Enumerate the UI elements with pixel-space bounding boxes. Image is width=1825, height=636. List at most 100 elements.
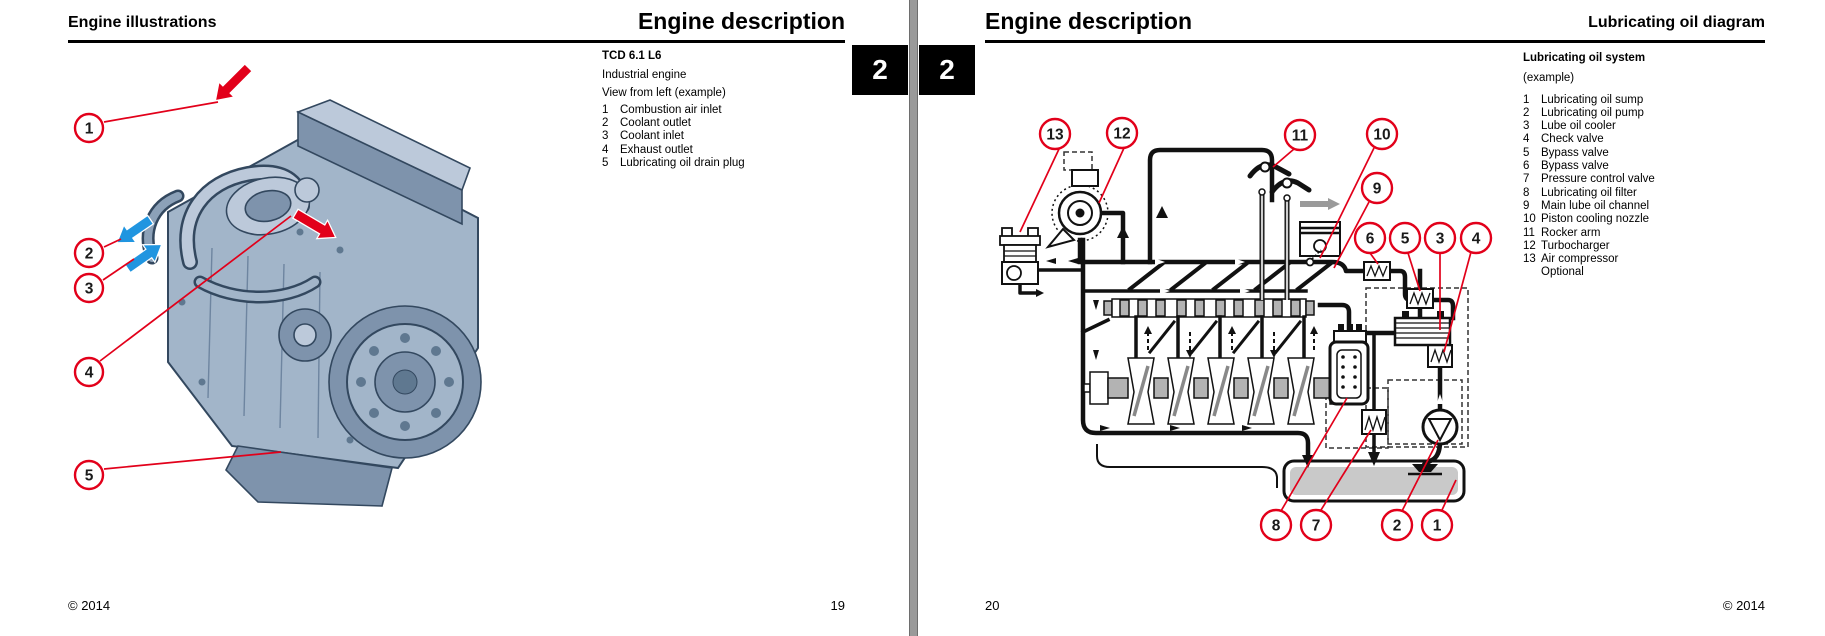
- callout-6: 6: [1353, 221, 1387, 255]
- right-section-heading: Lubricating oil diagram: [1588, 14, 1765, 31]
- item-num: 8: [1523, 186, 1530, 199]
- item-num: 2: [1523, 106, 1530, 119]
- item-label: Main lube oil channel: [1541, 199, 1650, 212]
- pressure-control-valve-7: [1361, 409, 1387, 435]
- item-num: 13: [1523, 253, 1536, 266]
- item-num: 10: [1523, 213, 1536, 226]
- chapter-tab-left: 2: [852, 45, 908, 95]
- item-num: 6: [1523, 160, 1530, 173]
- right-callouts: 13 12 11 10 9 6 5 3 4 8 7 2 1: [1038, 116, 1493, 542]
- flywheel: [328, 305, 482, 459]
- option-box-turbo: [1063, 151, 1093, 171]
- option-box-pump: [1387, 379, 1463, 445]
- piston-symbol: [1299, 221, 1341, 267]
- callout-1: 1: [1420, 508, 1454, 542]
- item-num: 2: [602, 117, 609, 130]
- left-leader-lines: [99, 101, 292, 470]
- left-branch: [1080, 317, 1111, 335]
- callout-number: 9: [1373, 181, 1382, 198]
- callout-number: 3: [85, 281, 94, 298]
- legend-title: Lubricating oil system: [1523, 52, 1646, 64]
- page-gutter-divider: [909, 0, 918, 636]
- turbo-drum: [225, 176, 311, 236]
- callout-number: 4: [85, 365, 94, 382]
- valve-cover-top: [295, 99, 471, 192]
- exhaust-outlet-arrow-icon: [292, 208, 337, 240]
- small-arrows: [1036, 206, 1252, 431]
- turbo-cap: [294, 177, 320, 203]
- left-section-heading: Engine illustrations: [68, 14, 217, 31]
- callout-1: 1: [73, 112, 105, 144]
- callout-number: 11: [1292, 128, 1309, 145]
- filter-block-line: [1317, 302, 1352, 333]
- splash-arrowheads: [1144, 326, 1318, 358]
- left-header-rule: [68, 40, 845, 43]
- item-num: 5: [1523, 146, 1530, 159]
- view-caption: View from left (example): [602, 86, 726, 99]
- right-page-number: 20: [985, 598, 1000, 613]
- callout-number: 2: [85, 246, 94, 263]
- item-num: 1: [602, 103, 609, 116]
- callout-number: 2: [1393, 518, 1402, 535]
- engine-render: [141, 99, 482, 507]
- filter-media-dots: [1341, 355, 1357, 389]
- oil-filter-symbol: [1328, 324, 1370, 406]
- coolant-outlet-arrow-icon: [116, 214, 155, 244]
- callout-2: 2: [1380, 508, 1414, 542]
- callout-number: 5: [1401, 231, 1410, 248]
- callout-number: 7: [1312, 518, 1321, 535]
- callout-4: 4: [1459, 221, 1493, 255]
- left-info-block: TCD 6.1 L6 Industrial engine View from l…: [602, 50, 852, 170]
- item-num: 11: [1523, 226, 1535, 239]
- oil-sump-symbol: [1282, 459, 1466, 503]
- lubricating-oil-diagram: 13 12 11 10 9 6 5 3 4 8 7 2 1: [999, 116, 1493, 542]
- callout-7: 7: [1299, 508, 1333, 542]
- oil-sump: [225, 445, 394, 507]
- engine-illustration: 1 2 3 4 5: [73, 63, 482, 507]
- item-label: Lube oil cooler: [1541, 120, 1616, 133]
- item-num: 7: [1523, 173, 1530, 186]
- callout-number: 8: [1272, 518, 1281, 535]
- callout-number: 4: [1472, 231, 1481, 248]
- callout-10: 10: [1365, 117, 1399, 151]
- callout-12: 12: [1105, 116, 1139, 150]
- flow-arrows: [1036, 206, 1444, 468]
- chapter-tab-right: 2: [919, 45, 975, 95]
- left-copyright: © 2014: [68, 598, 111, 613]
- legend-subtitle: (example): [1523, 72, 1575, 85]
- item-num: 9: [1523, 199, 1530, 212]
- cooling-nozzle: [1305, 257, 1315, 267]
- item-num: 4: [602, 143, 609, 156]
- crankcase-diagonals: [1147, 319, 1303, 355]
- oil-cooler-symbol: [1393, 311, 1452, 347]
- engine-model: TCD 6.1 L6: [602, 50, 662, 62]
- sump-oil-fill: [1290, 467, 1458, 495]
- item-num: 4: [1523, 133, 1530, 146]
- engine-type: Industrial engine: [602, 69, 687, 82]
- item-num: 12: [1523, 239, 1536, 252]
- item-label: Combustion air inlet: [620, 103, 722, 116]
- bypass-valve-6: [1363, 261, 1391, 281]
- flywheel-bolts: [356, 333, 454, 431]
- callout-number: 13: [1046, 127, 1064, 144]
- web-hatching: [1132, 365, 1310, 417]
- crankshaft: [1083, 357, 1345, 425]
- right-copyright: © 2014: [1722, 598, 1765, 613]
- oil-pump-symbol: [1408, 408, 1459, 476]
- chapter-number: 2: [939, 54, 955, 85]
- callout-number: 12: [1113, 126, 1130, 143]
- rocker-supply-loop: [1147, 147, 1275, 265]
- callout-9: 9: [1360, 171, 1394, 205]
- coolant-inlet-arrow-icon: [123, 243, 163, 274]
- gear-cover-hub: [293, 323, 317, 347]
- camshaft: [1103, 298, 1315, 318]
